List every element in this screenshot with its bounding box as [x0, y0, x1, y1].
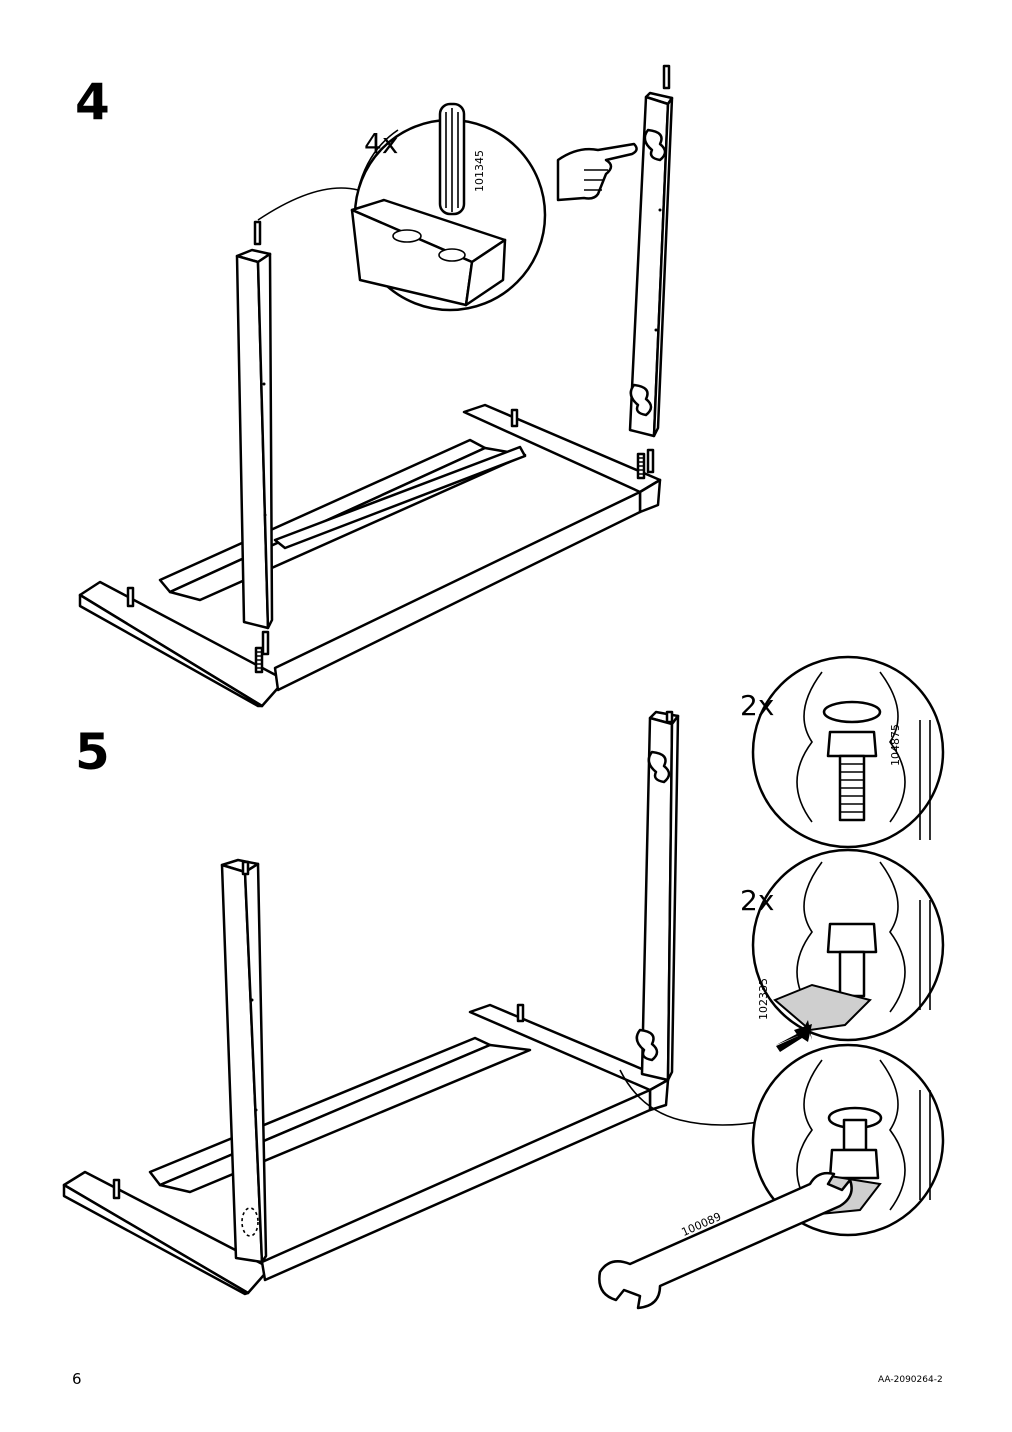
step-4-frame-illustration — [78, 64, 674, 708]
right-leg-illustration — [628, 64, 674, 474]
screw-icon — [636, 452, 646, 480]
step-4-quantity: 4x — [364, 127, 399, 160]
document-code: AA-2090264-2 — [878, 1375, 943, 1385]
dowel-icon — [438, 102, 466, 216]
dowel-icon — [510, 408, 519, 428]
cam-lock-icon — [773, 983, 872, 1032]
right-leg-illustration — [635, 710, 680, 1082]
dowel-detail-callout — [257, 102, 547, 312]
page-number: 6 — [72, 1370, 82, 1388]
step-5-callout-2-part-number: 102335 — [757, 978, 770, 1020]
step-4-part-number: 101345 — [473, 150, 486, 192]
screw-icon — [254, 646, 264, 674]
dowel-icon — [126, 586, 135, 608]
step-4-number: 4 — [75, 73, 110, 131]
push-arrow-icon — [776, 1020, 812, 1045]
left-leg-illustration — [235, 220, 274, 656]
step-5-callout-1-part-number: 104875 — [889, 724, 902, 766]
step-5-callout-2-quantity: 2x — [740, 884, 775, 917]
step-5-number: 5 — [75, 723, 110, 781]
bolt-icon — [822, 700, 882, 822]
bolt-tighten-detail-callout — [751, 655, 945, 849]
left-leg-illustration — [220, 858, 268, 1264]
wrench-icon — [598, 1171, 853, 1310]
cam-insert-detail-callout — [751, 848, 945, 1052]
pointing-hand-icon — [556, 142, 638, 202]
step-5-frame-illustration — [62, 655, 945, 1310]
step-5-callout-1-quantity: 2x — [740, 689, 775, 722]
